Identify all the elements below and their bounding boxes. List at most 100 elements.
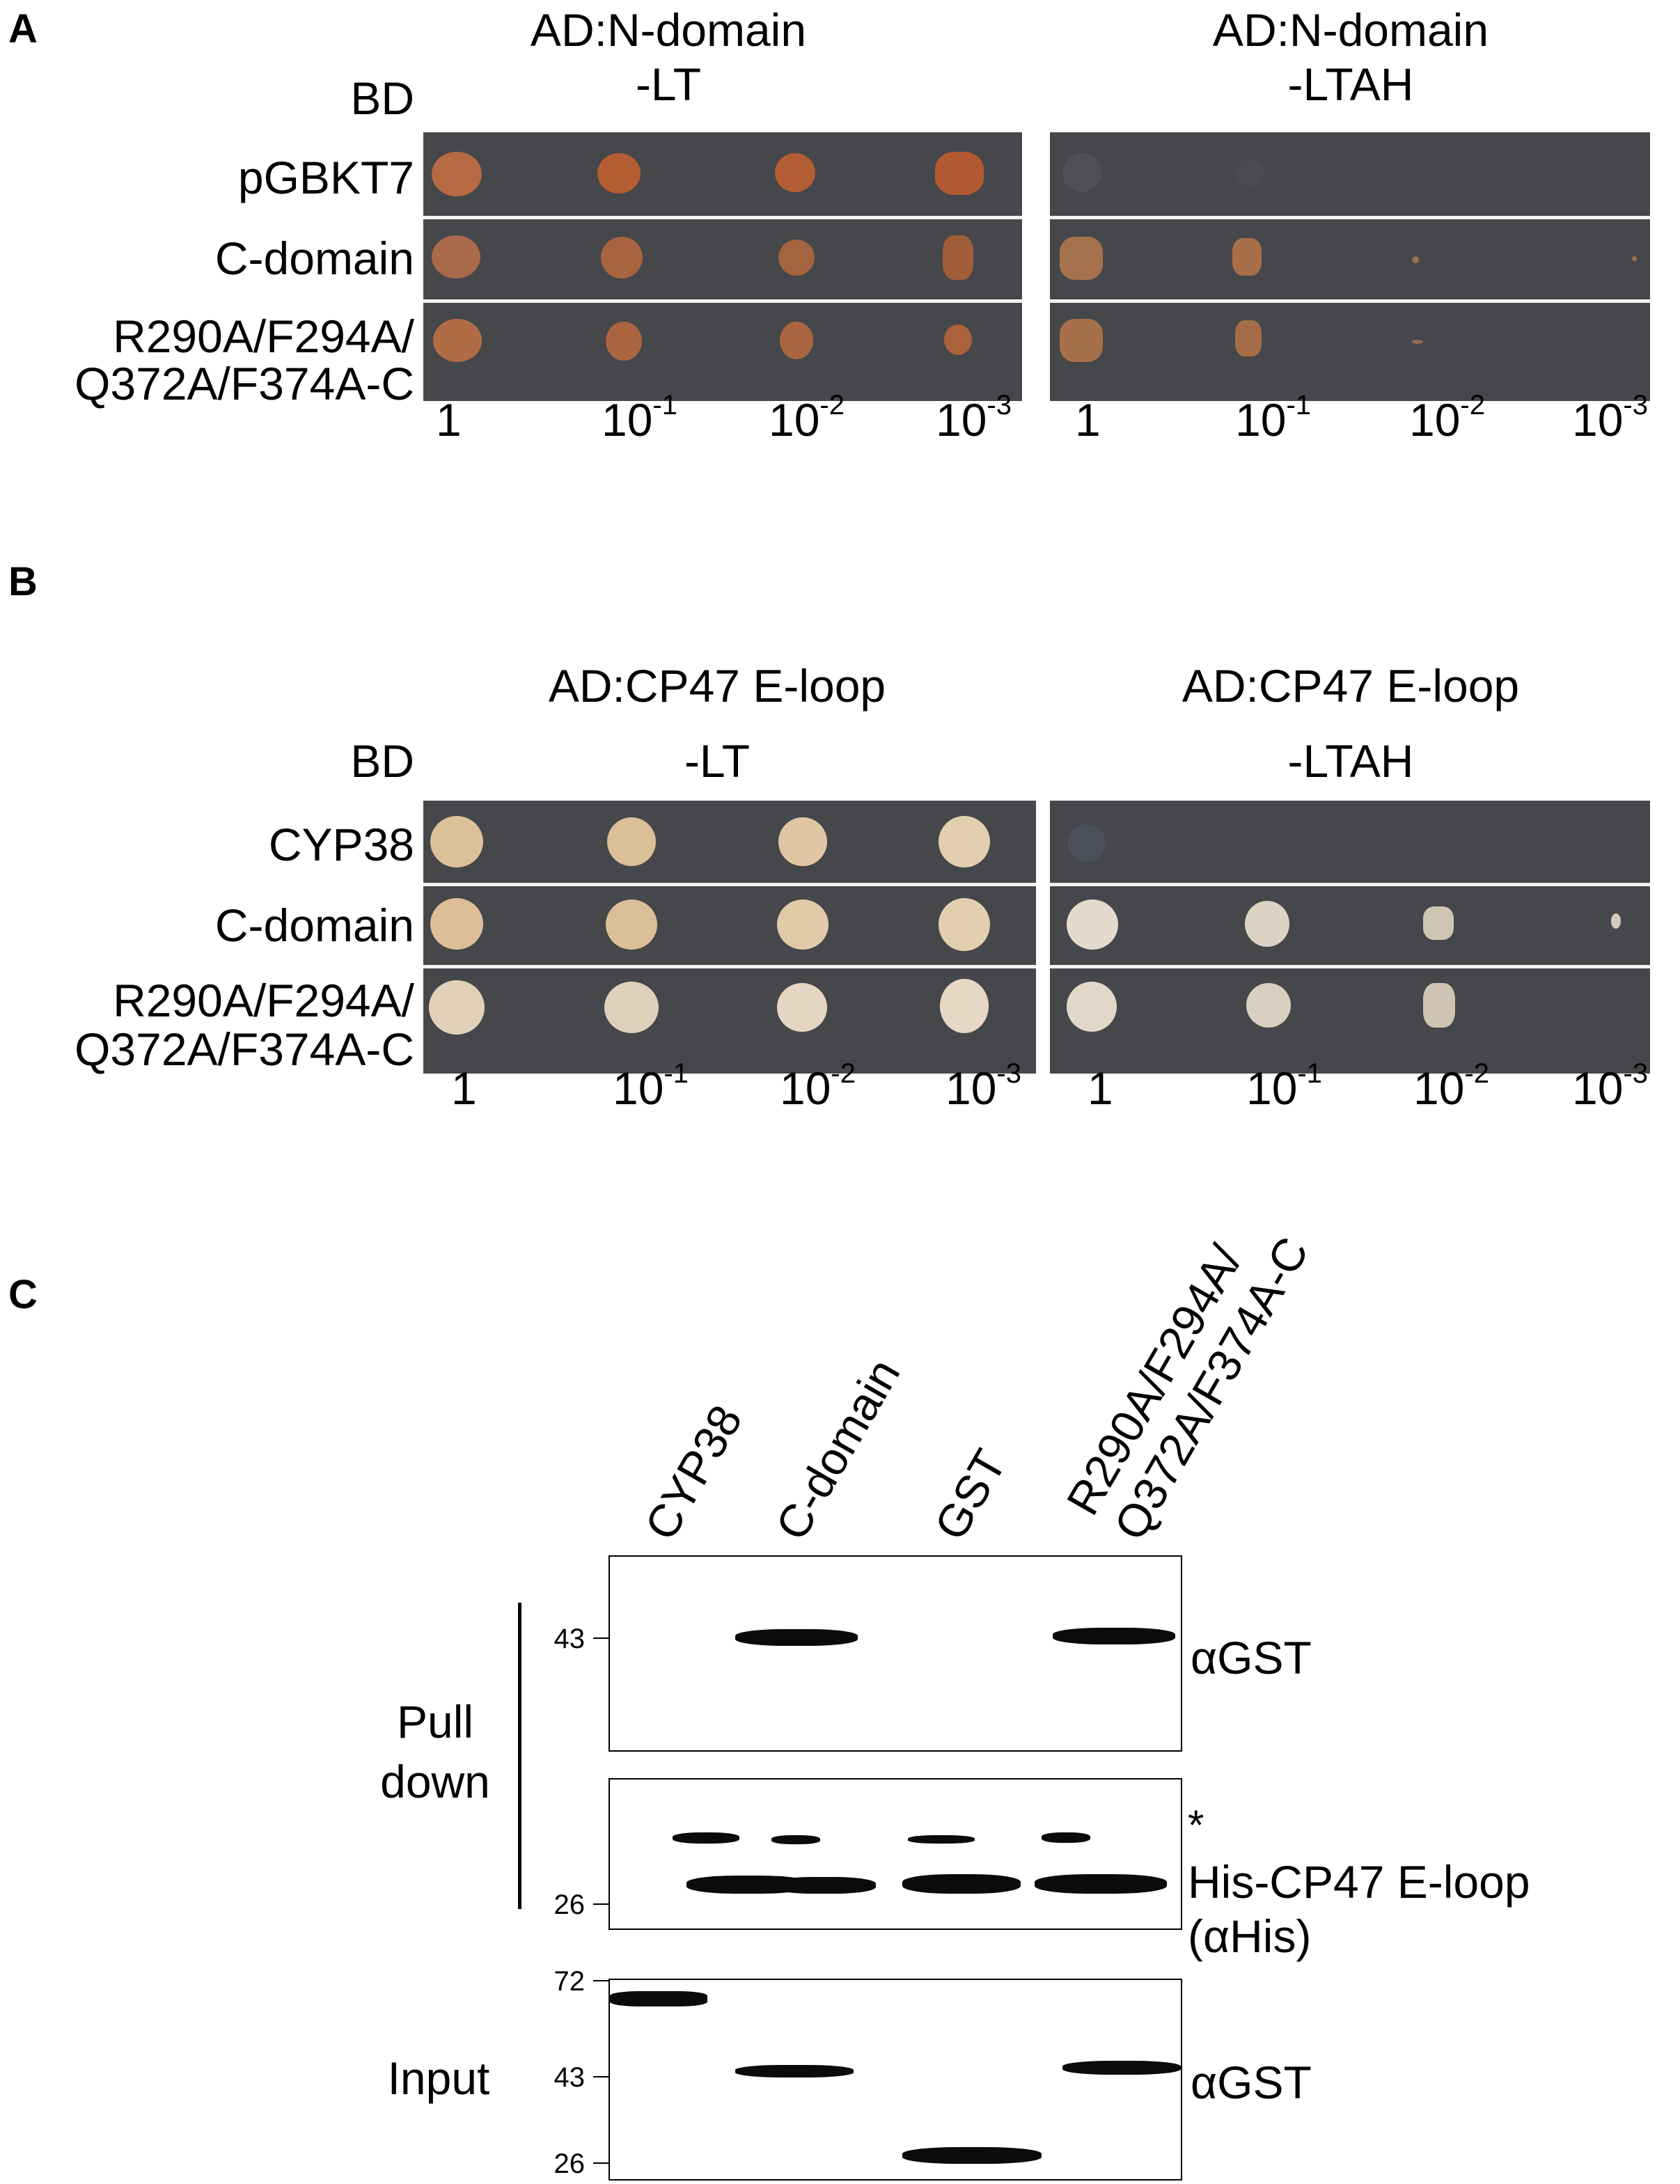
colony-spot [601,237,643,278]
colony-spot [775,153,815,192]
panel-b-left-dilution-3: 10-2 [780,1058,856,1114]
band [908,1835,975,1844]
panel-a-left-dilution-1: 1 [436,394,462,446]
pull-down-bracket [518,1603,521,1909]
colony-spot [1237,159,1264,187]
input-label: Input [387,2052,490,2104]
band [902,2147,1042,2164]
colony-spot [1060,237,1103,280]
panel-b-row-label-2: C-domain [214,899,414,951]
colony-spot [1232,238,1262,276]
colony-spot [777,983,827,1032]
colony-spot [604,982,659,1033]
antibody-label-middle-line1: His-CP47 E-loop [1188,1856,1530,1908]
panel-a-left-condition-line2: -LT [635,58,702,110]
panel-b-left-condition-line1: AD:CP47 E-loop [548,660,886,712]
panel-b-row-label-1: CYP38 [268,819,414,870]
mw-tick [593,1903,610,1905]
panel-b-left-dilution-1: 1 [451,1062,477,1114]
asterisk-marker: * [1188,1802,1204,1848]
band [673,1832,739,1844]
lane-label-c-domain: C-domain [765,1350,910,1548]
panel-a-left-dilution-4: 10-3 [936,390,1012,446]
colony-spot [780,322,813,359]
panel-letter-b: B [8,559,38,604]
colony-spot [1412,340,1423,344]
panel-a-right-dilution-2: 10-1 [1235,390,1311,446]
panel-b-row-label-3a: R290A/F294A/ [113,975,414,1026]
antibody-label-top: αGST [1191,1632,1312,1683]
band [735,2065,854,2077]
panel-b-right-dilution-1: 1 [1088,1062,1113,1114]
panel-a-right-condition-line2: -LTAH [1287,58,1414,110]
colony-spot [1067,982,1117,1032]
colony-spot [429,980,485,1035]
colony-spot [1246,983,1291,1028]
lane-label-cyp38: CYP38 [634,1396,753,1548]
panel-b-bd-label: BD [350,735,414,787]
colony-spot [1062,153,1101,192]
panel-b-right-dilution-3: 10-2 [1413,1058,1489,1114]
mw-tick [593,2162,610,2164]
panel-a-left-dilution-3: 10-2 [769,390,845,446]
colony-spot [430,816,483,867]
panel-letter-c: C [8,1272,38,1317]
colony-spot [430,898,483,950]
colony-spot [606,899,657,950]
colony-spot [778,239,815,276]
mw-marker-72-bottom: 72 [554,1966,586,1997]
colony-spot [1235,320,1262,356]
mw-tick [593,1637,610,1639]
colony-spot [943,235,973,280]
panel-b-row-label-3b: Q372A/F374A-C [74,1023,414,1075]
colony-spot [432,152,482,196]
band [771,1877,876,1894]
colony-spot [1067,899,1118,950]
band [1035,1874,1167,1894]
colony-spot [1068,824,1106,862]
panel-a-left-condition-line1: AD:N-domain [530,4,807,56]
blot-pulldown-gst [609,1555,1182,1752]
pull-down-label-line2: down [380,1756,490,1807]
panel-a-right-dilution-4: 10-3 [1572,390,1648,446]
mw-marker-43-bottom: 43 [554,2062,586,2093]
panel-letter-a: A [8,6,38,52]
colony-spot [1245,901,1289,947]
panel-b-left-dilution-4: 10-3 [945,1058,1021,1114]
antibody-label-bottom: αGST [1191,2057,1312,2108]
panel-a-row-label-3a: R290A/F294A/ [113,311,414,362]
colony-spot [1423,983,1455,1028]
panel-b-right-condition-line1: AD:CP47 E-loop [1182,660,1520,712]
panel-b-right-plate [1050,801,1650,1074]
antibody-label-middle-line2: (αHis) [1188,1910,1312,1962]
colony-spot [432,235,480,278]
colony-spot [1060,319,1103,362]
panel-b-right-dilution-2: 10-1 [1246,1058,1322,1114]
band [1062,2061,1181,2075]
blot-pulldown-his [609,1778,1182,1930]
panel-a-right-dilution-1: 1 [1075,394,1101,446]
panel-b-right-dilution-4: 10-3 [1572,1058,1648,1114]
panel-a-row-label-3b: Q372A/F374A-C [74,358,414,409]
panel-b-right-condition-line2: -LTAH [1287,735,1414,787]
band [1042,1832,1090,1843]
band [610,1991,707,2006]
panel-a-left-plate [423,132,1022,401]
lane-label-gst: GST [924,1440,1016,1548]
band [1053,1628,1175,1644]
band [771,1835,820,1844]
panel-a-right-condition-line1: AD:N-domain [1212,4,1489,56]
colony-spot [1412,256,1419,263]
panel-b-left-condition-line2: -LT [684,735,751,787]
colony-spot [935,152,984,195]
blot-input-gst [609,1979,1182,2181]
colony-spot [433,319,482,362]
colony-spot [1423,906,1454,940]
panel-a-right-dilution-3: 10-2 [1409,390,1485,446]
colony-spot [607,817,656,866]
pull-down-label-line1: Pull [396,1696,474,1747]
panel-a-bd-label: BD [350,72,414,124]
panel-a-row-label-1: pGBKT7 [237,152,414,203]
colony-spot [944,324,972,355]
colony-spot [778,817,827,866]
